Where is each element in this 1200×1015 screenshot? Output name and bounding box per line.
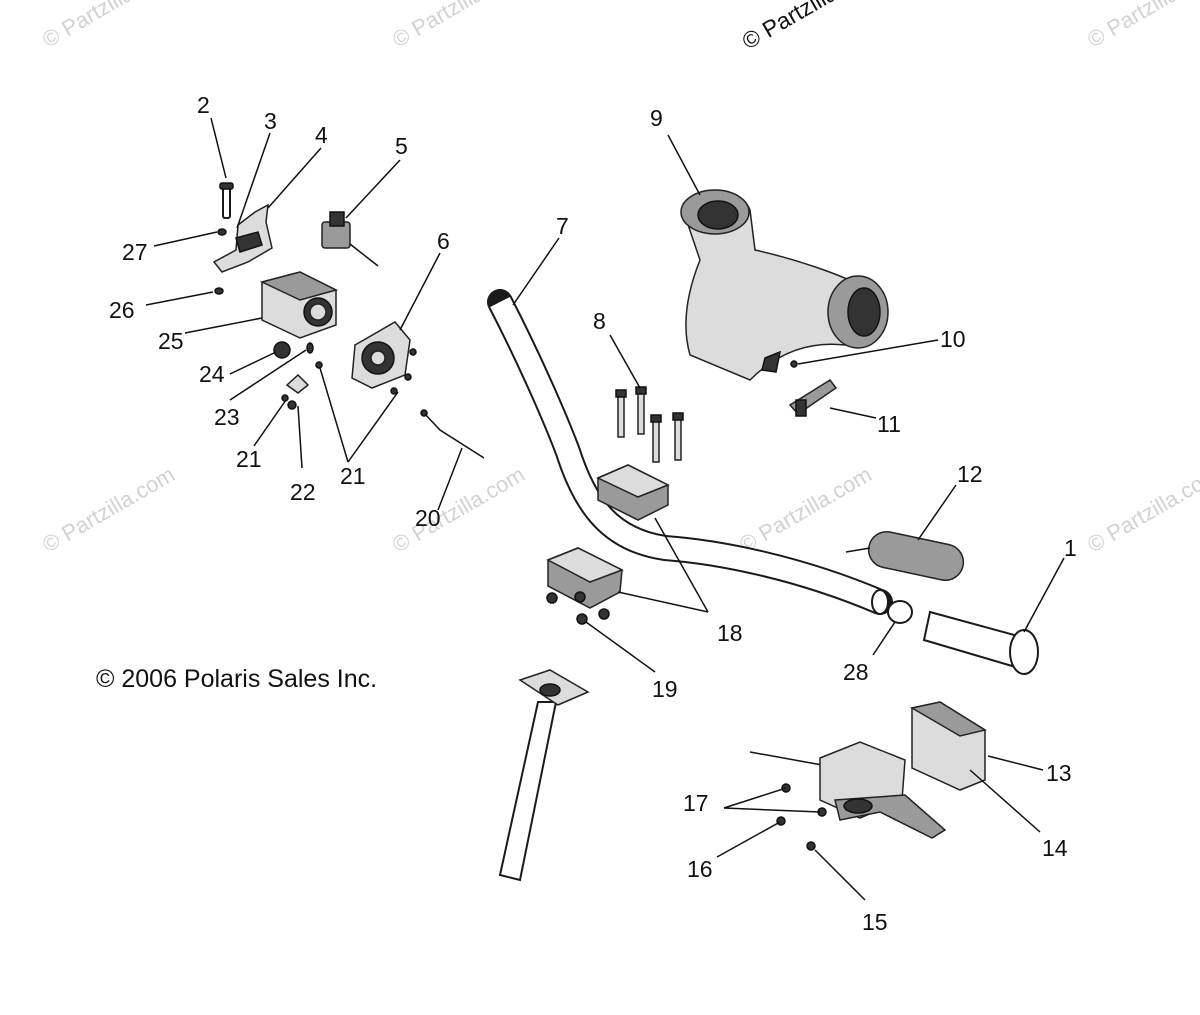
callout-label: 12 (957, 461, 983, 487)
callout-label: 16 (687, 856, 713, 882)
callout-label: 13 (1046, 760, 1072, 786)
callout-label: 10 (940, 326, 966, 352)
callout-label: 2 (197, 92, 210, 118)
callout-label: 15 (862, 909, 888, 935)
part-pin-23 (306, 342, 314, 354)
callout-label: 19 (652, 676, 678, 702)
part-screw-15 (806, 841, 816, 851)
part-clamp-18-lower (546, 547, 624, 609)
callout-label: 8 (593, 308, 606, 334)
part-handlebar-7 (487, 289, 893, 615)
part-housing-25 (259, 271, 339, 339)
callout-label: 27 (122, 239, 148, 265)
callout-label: 21 (340, 463, 366, 489)
callout-label: 7 (556, 213, 569, 239)
callout-label: 3 (264, 108, 277, 134)
watermark: © Partzilla.com (735, 462, 876, 558)
part-screw-10 (761, 350, 798, 373)
part-handguard-9 (680, 189, 889, 381)
callout-label: 9 (650, 105, 663, 131)
part-bolt-2 (219, 182, 234, 219)
callout-label: 23 (214, 404, 240, 430)
callout-label: 18 (717, 620, 743, 646)
part-grip-1 (922, 610, 1039, 675)
part-plug-28 (887, 600, 913, 624)
part-cover-13 (909, 701, 987, 791)
part-mount-11 (788, 378, 838, 417)
callout-label: 26 (109, 297, 135, 323)
part-switch-5 (321, 211, 379, 267)
callout-label: 4 (315, 122, 328, 148)
watermark: © Partzilla.com (388, 0, 529, 52)
part-steering-post (498, 669, 590, 882)
part-master-cylinder-14 (749, 741, 947, 839)
watermark-top: © Partzilla (738, 0, 842, 54)
callout-label: 1 (1064, 535, 1077, 561)
callout-label: 14 (1042, 835, 1068, 861)
part-throttle-6 (315, 321, 417, 395)
part-cap-24 (273, 341, 291, 359)
callout-label: 6 (437, 228, 450, 254)
callout-label: 25 (158, 328, 184, 354)
callout-label: 24 (199, 361, 225, 387)
copyright-text: © 2006 Polaris Sales Inc. (96, 665, 377, 693)
watermark: © Partzilla.com (1083, 462, 1200, 558)
part-nuts-19 (546, 591, 610, 625)
watermark: © Partzilla.com (1083, 0, 1200, 52)
callout-label: 21 (236, 446, 262, 472)
part-clamp-18-upper (596, 464, 670, 521)
callout-label: 17 (683, 790, 709, 816)
watermark: © Partzilla.com (388, 462, 529, 558)
leader-lines (145, 117, 1065, 901)
watermark: © Partzilla.com (38, 462, 179, 558)
part-grip-12 (845, 531, 965, 581)
part-bolts-8 (615, 386, 684, 463)
part-cable-20 (420, 409, 485, 459)
callout-label: 20 (415, 505, 441, 531)
callout-labels: 1 2 3 4 5 6 7 8 9 10 11 12 13 14 15 16 1… (109, 92, 1077, 935)
callout-label: 28 (843, 659, 869, 685)
part-cover-22 (281, 373, 310, 410)
callout-label: 22 (290, 479, 316, 505)
callout-label: 5 (395, 133, 408, 159)
callout-label: 11 (877, 411, 901, 437)
part-bracket-4 (212, 203, 273, 273)
part-washer-26 (214, 287, 224, 295)
part-washer-27 (217, 228, 227, 236)
watermark: © Partzilla.com (38, 0, 179, 52)
